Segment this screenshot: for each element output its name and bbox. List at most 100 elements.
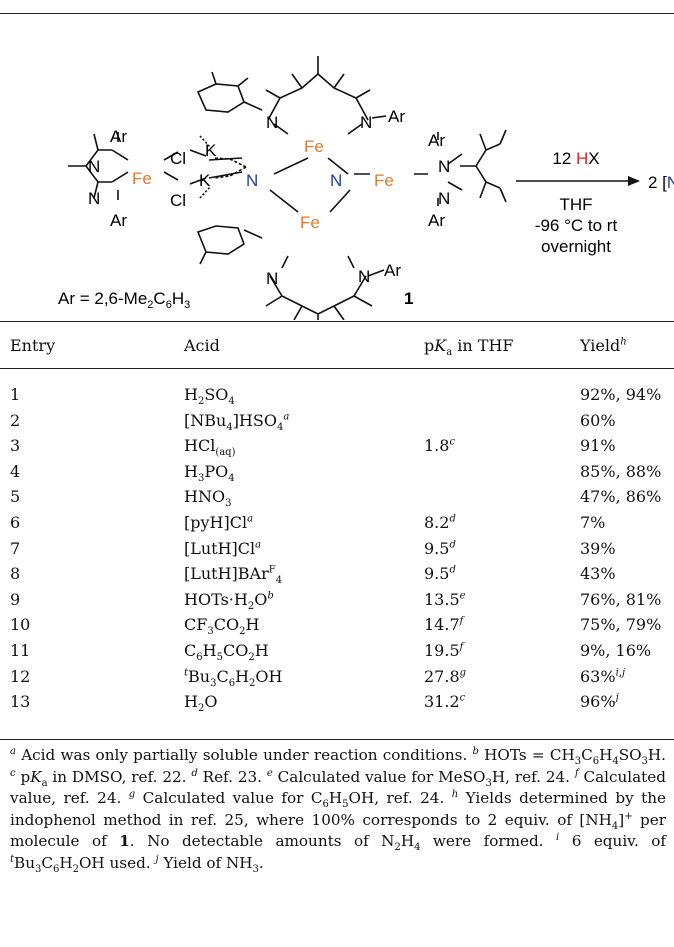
atom-n: N bbox=[360, 113, 372, 132]
cell-acid: [NBu4]HSO4a bbox=[184, 410, 290, 433]
condition-solvent: THF bbox=[559, 195, 592, 214]
cell-entry: 13 bbox=[10, 692, 31, 712]
cell-entry: 6 bbox=[10, 513, 21, 532]
atom-n: N bbox=[266, 113, 278, 132]
cell-entry: 2 bbox=[10, 410, 21, 430]
atom-fe: Fe bbox=[374, 171, 394, 190]
table-top-rule bbox=[0, 321, 674, 322]
ar-definition: Ar = 2,6-Me2C6H3 bbox=[58, 289, 190, 311]
atom-n: N bbox=[246, 171, 258, 190]
cell-entry: 1 bbox=[10, 385, 21, 404]
atom-fe: Fe bbox=[304, 137, 324, 156]
cell-acid: HOTs·H2Ob bbox=[184, 589, 274, 612]
cell-entry: 11 bbox=[10, 641, 31, 660]
footnote-b: b HOTs = CH3C6H4SO3H. bbox=[472, 745, 667, 768]
atom-ar: Ar bbox=[110, 127, 127, 146]
atom-k: K bbox=[199, 171, 211, 190]
cell-acid: H2O bbox=[184, 692, 218, 715]
cell-yield: 47%, 86% bbox=[580, 487, 662, 507]
cell-entry: 9 bbox=[10, 589, 21, 609]
cell-acid: [LutH]BArF4 bbox=[184, 564, 283, 587]
atom-fe: Fe bbox=[132, 169, 152, 188]
atom-n: N bbox=[358, 267, 370, 286]
structure-bonds bbox=[68, 56, 507, 320]
atom-n: N bbox=[88, 189, 100, 208]
cell-pka: 19.5f bbox=[424, 641, 464, 660]
footnote-j: j Yield of NH3. bbox=[155, 853, 264, 875]
cell-acid: [LutH]Cla bbox=[184, 538, 262, 558]
cell-yield: 75%, 79% bbox=[580, 615, 662, 635]
cell-acid: HCl(aq) bbox=[184, 436, 236, 459]
cell-acid: CF3CO2H bbox=[184, 615, 260, 638]
cell-pka: 31.2c bbox=[424, 692, 466, 712]
atom-ar: Ar bbox=[388, 107, 405, 126]
atom-ar: Ar bbox=[384, 261, 401, 280]
compound-number: 1 bbox=[404, 289, 413, 308]
cell-yield: 43% bbox=[580, 564, 616, 584]
atom-k: K bbox=[205, 141, 217, 160]
atom-ar: Ar bbox=[428, 211, 445, 230]
cell-yield: 85%, 88% bbox=[580, 461, 662, 481]
cell-yield: 60% bbox=[580, 410, 616, 430]
cell-pka: 13.5e bbox=[424, 589, 466, 609]
condition-temperature: -96 °C to rt bbox=[535, 216, 618, 235]
atom-fe: Fe bbox=[300, 213, 320, 232]
cell-pka: 8.2d bbox=[424, 513, 456, 532]
cell-acid: HNO3 bbox=[184, 487, 232, 510]
cell-pka: 9.5d bbox=[424, 564, 456, 584]
cell-entry: 3 bbox=[10, 436, 21, 456]
col-header-acid: Acid bbox=[184, 336, 220, 355]
cell-yield: 7% bbox=[580, 513, 606, 532]
atom-ar: Ar bbox=[428, 131, 445, 150]
reaction-scheme: Ar N N Ar Fe Cl Cl K K N N N N Ar Fe Fe … bbox=[58, 56, 674, 320]
cell-yield: 91% bbox=[580, 436, 616, 456]
atom-ar: Ar bbox=[110, 211, 127, 230]
atom-cl: Cl bbox=[170, 149, 186, 168]
cell-yield: 63%i,j bbox=[580, 666, 626, 686]
atom-cl: Cl bbox=[170, 191, 186, 210]
col-header-entry: Entry bbox=[10, 336, 56, 355]
cell-pka: 27.8g bbox=[424, 666, 467, 686]
cell-yield: 9%, 16% bbox=[580, 641, 652, 660]
table-bottom-rule bbox=[0, 739, 674, 740]
atom-n: N bbox=[330, 171, 342, 190]
cell-acid: H3PO4 bbox=[184, 461, 235, 484]
cell-yield: 39% bbox=[580, 538, 616, 558]
cell-yield: 92%, 94% bbox=[580, 385, 662, 404]
atom-n: N bbox=[438, 157, 450, 176]
header-rule bbox=[0, 368, 674, 369]
atom-n: N bbox=[266, 269, 278, 288]
footnote-f: f Calculated value, ref. 24. bbox=[10, 767, 666, 808]
cell-pka: 9.5d bbox=[424, 538, 456, 558]
footnote-c: c pKa in DMSO, ref. 22. bbox=[10, 767, 192, 789]
cell-acid: tBu3C6H2OH bbox=[184, 666, 283, 689]
cell-entry: 7 bbox=[10, 538, 21, 558]
cell-pka: 1.8c bbox=[424, 436, 456, 456]
cell-entry: 10 bbox=[10, 615, 31, 635]
col-header-yield: Yieldh bbox=[580, 336, 627, 355]
cell-acid: [pyH]Cla bbox=[184, 513, 254, 532]
cell-yield: 96%j bbox=[580, 692, 619, 712]
footnote-e: e Calculated value for MeSO3H, ref. 24. bbox=[266, 767, 575, 789]
cell-yield: 76%, 81% bbox=[580, 589, 662, 609]
cell-pka: 14.7f bbox=[424, 615, 464, 635]
table-footnotes: a Acid was only partially soluble under … bbox=[10, 745, 666, 874]
cell-acid: H2SO4 bbox=[184, 385, 235, 408]
footnote-g: g Calculated value for C6H5OH, ref. 24. bbox=[128, 788, 452, 811]
condition-time: overnight bbox=[541, 237, 611, 256]
atom-n: N bbox=[438, 189, 450, 208]
footnote-h: h Yields determined by the indophenol me… bbox=[10, 788, 666, 854]
reaction-arrow bbox=[516, 176, 640, 186]
product-label: 2 [NH4]+ bbox=[648, 172, 674, 195]
cell-entry: 12 bbox=[10, 666, 31, 686]
top-rule bbox=[0, 13, 674, 14]
footnote-i: i 6 equiv. of tBu3C6H2OH used. bbox=[10, 831, 666, 875]
cell-entry: 5 bbox=[10, 487, 21, 507]
cell-entry: 4 bbox=[10, 461, 21, 481]
cell-acid: C6H5CO2H bbox=[184, 641, 269, 664]
atom-n: N bbox=[88, 157, 100, 176]
reagent-label: 12 HX bbox=[552, 149, 599, 168]
cell-entry: 8 bbox=[10, 564, 21, 584]
footnote-a: a Acid was only partially soluble under … bbox=[10, 745, 473, 764]
footnote-d: d Ref. 23. bbox=[191, 767, 267, 786]
